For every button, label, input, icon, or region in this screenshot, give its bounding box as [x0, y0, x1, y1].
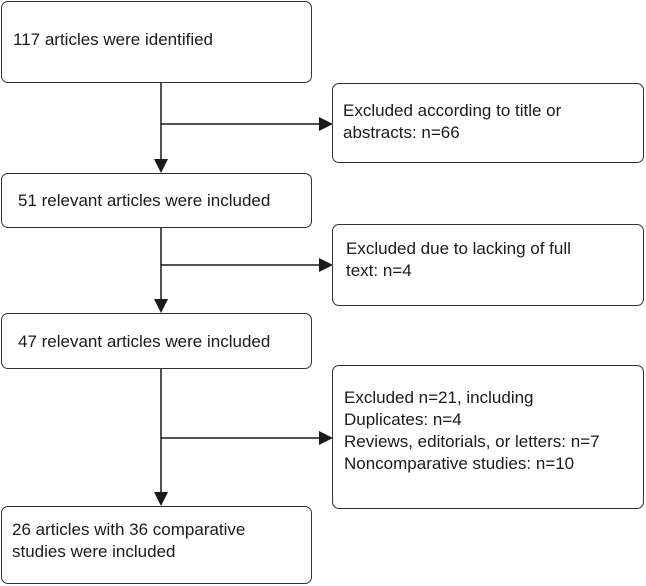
- flow-box-identified: 117 articles were identified: [1, 1, 312, 83]
- exclusion-box-details: Excluded n=21, including Duplicates: n=4…: [332, 365, 644, 509]
- exclusion-box-title-abstract: Excluded according to title or abstracts…: [332, 83, 644, 163]
- box-text-line: Reviews, editorials, or letters: n=7: [344, 432, 600, 451]
- box-text-line: abstracts: n=66: [343, 123, 460, 142]
- flow-box-included-51: 51 relevant articles were included: [1, 173, 312, 228]
- box-text-line: studies were included: [12, 542, 176, 561]
- box-text-line: 117 articles were identified: [13, 30, 214, 49]
- box-text-line: Duplicates: n=4: [344, 410, 462, 429]
- arrowhead-right-3: [319, 431, 333, 445]
- arrowhead-right-1: [319, 117, 333, 131]
- flow-box-included-47: 47 relevant articles were included: [1, 313, 312, 369]
- arrowhead-down-3: [154, 492, 168, 506]
- arrowhead-down-2: [154, 299, 168, 313]
- box-text-line: 51 relevant articles were included: [18, 191, 271, 210]
- arrowhead-down-1: [154, 159, 168, 173]
- box-text-line: 26 articles with 36 comparative: [12, 520, 246, 539]
- box-text-line: Noncomparative studies: n=10: [344, 454, 575, 473]
- box-text-line: 47 relevant articles were included: [18, 332, 271, 351]
- arrowhead-right-2: [319, 258, 333, 272]
- box-text-line: Excluded n=21, including: [344, 388, 534, 407]
- exclusion-box-full-text: Excluded due to lacking of full text: n=…: [332, 224, 644, 306]
- flow-box-final-included: 26 articles with 36 comparative studies …: [1, 506, 312, 584]
- box-text-line: text: n=4: [346, 261, 412, 280]
- box-text-line: Excluded due to lacking of full: [346, 239, 571, 258]
- box-text-line: Excluded according to title or: [343, 101, 562, 120]
